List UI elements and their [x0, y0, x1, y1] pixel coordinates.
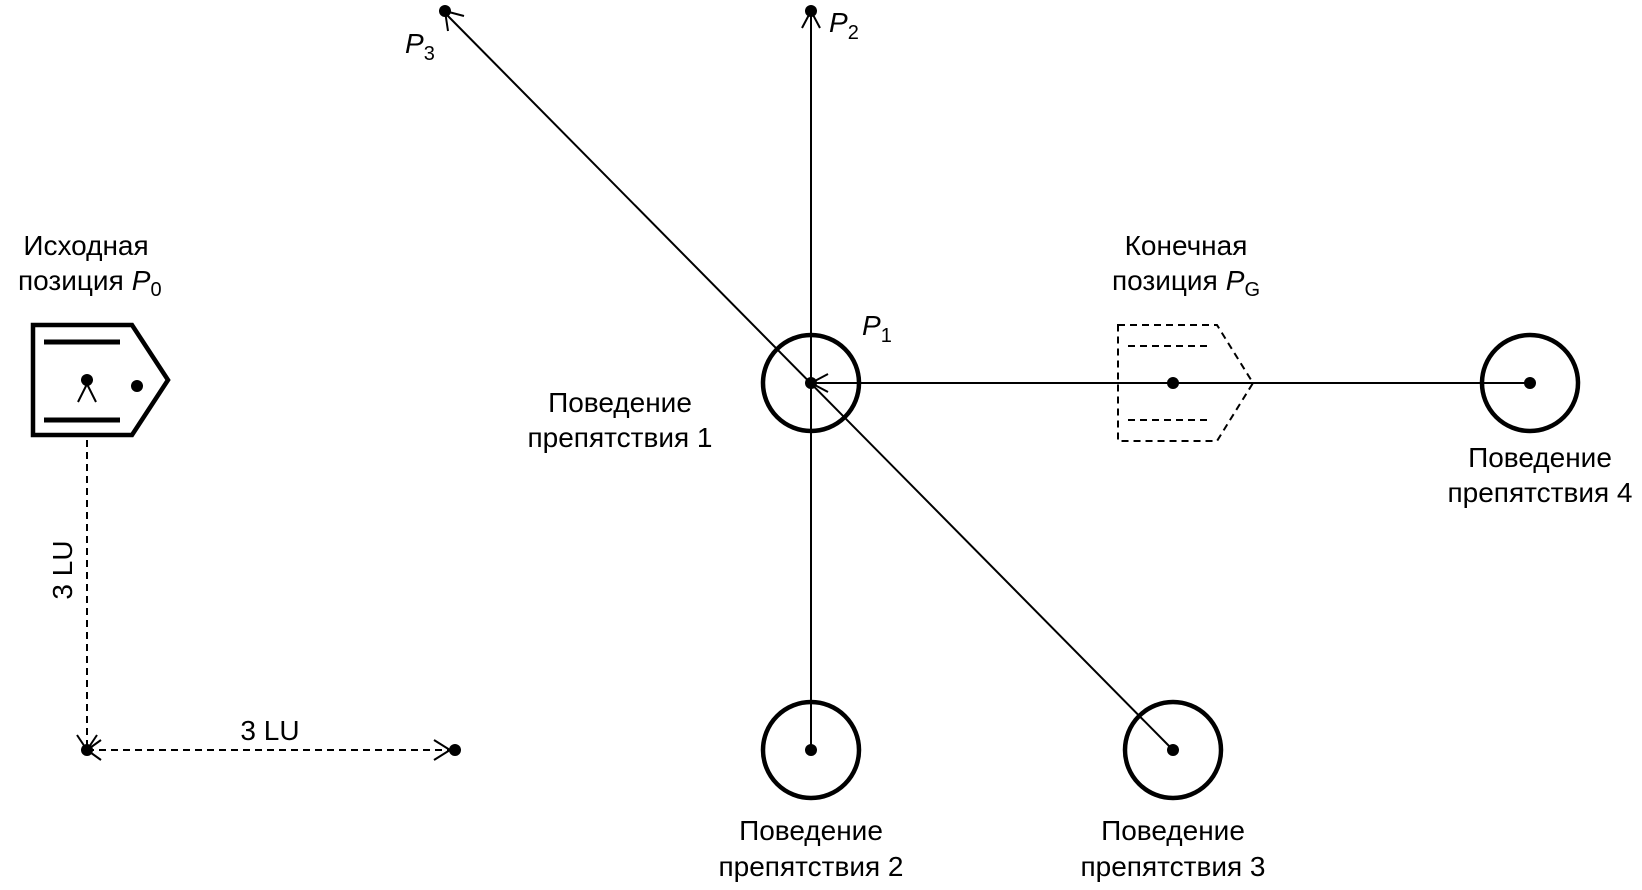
- goal-label-p: P: [1226, 265, 1245, 296]
- goal-label-line2: позиция: [1112, 265, 1218, 296]
- goal-position-label: Конечная позиция PG: [1112, 230, 1260, 301]
- svg-text:Поведение: Поведение: [1468, 442, 1612, 473]
- obstacle-4-circle: [1479, 332, 1581, 434]
- start-label-sub: 0: [150, 279, 161, 301]
- start-label-p: P: [132, 265, 151, 296]
- svg-text:Поведение: Поведение: [1101, 815, 1245, 846]
- svg-text:препятствия 3: препятствия 3: [1081, 851, 1266, 882]
- goal-label-sub: G: [1244, 279, 1260, 301]
- start-label-line1: Исходная: [23, 230, 148, 261]
- dimension-vertical-label: 3 LU: [47, 540, 78, 599]
- obstacle-2-circle: [760, 699, 862, 801]
- start-label-line2: позиция: [18, 265, 124, 296]
- goal-label-line1: Конечная: [1125, 230, 1248, 261]
- obstacle-2-label: Поведение препятствия 2: [719, 815, 904, 882]
- point-p2-label: P2: [829, 7, 859, 44]
- dimension-horizontal-label: 3 LU: [240, 715, 299, 746]
- obstacle-1-label: Поведение препятствия 1: [528, 387, 713, 453]
- svg-text:препятствия 1: препятствия 1: [528, 422, 713, 453]
- start-robot-icon: [30, 322, 171, 438]
- svg-text:препятствия 4: препятствия 4: [1448, 477, 1633, 508]
- goal-robot-icon: [1117, 324, 1255, 442]
- svg-text:препятствия 2: препятствия 2: [719, 851, 904, 882]
- svg-text:Поведение: Поведение: [548, 387, 692, 418]
- obstacle-3-label: Поведение препятствия 3: [1081, 815, 1266, 882]
- trajectory-lines: [439, 5, 1530, 751]
- obstacle-1-circle: [760, 332, 862, 434]
- point-p3-label: P3: [405, 28, 435, 65]
- obstacle-3-circle: [1122, 699, 1224, 801]
- start-position-label: Исходная позиция P0: [18, 230, 162, 301]
- obstacle-4-label: Поведение препятствия 4: [1448, 442, 1633, 508]
- point-p1-label: P1: [862, 310, 892, 347]
- svg-text:Поведение: Поведение: [739, 815, 883, 846]
- dimension-arrows: [76, 440, 461, 761]
